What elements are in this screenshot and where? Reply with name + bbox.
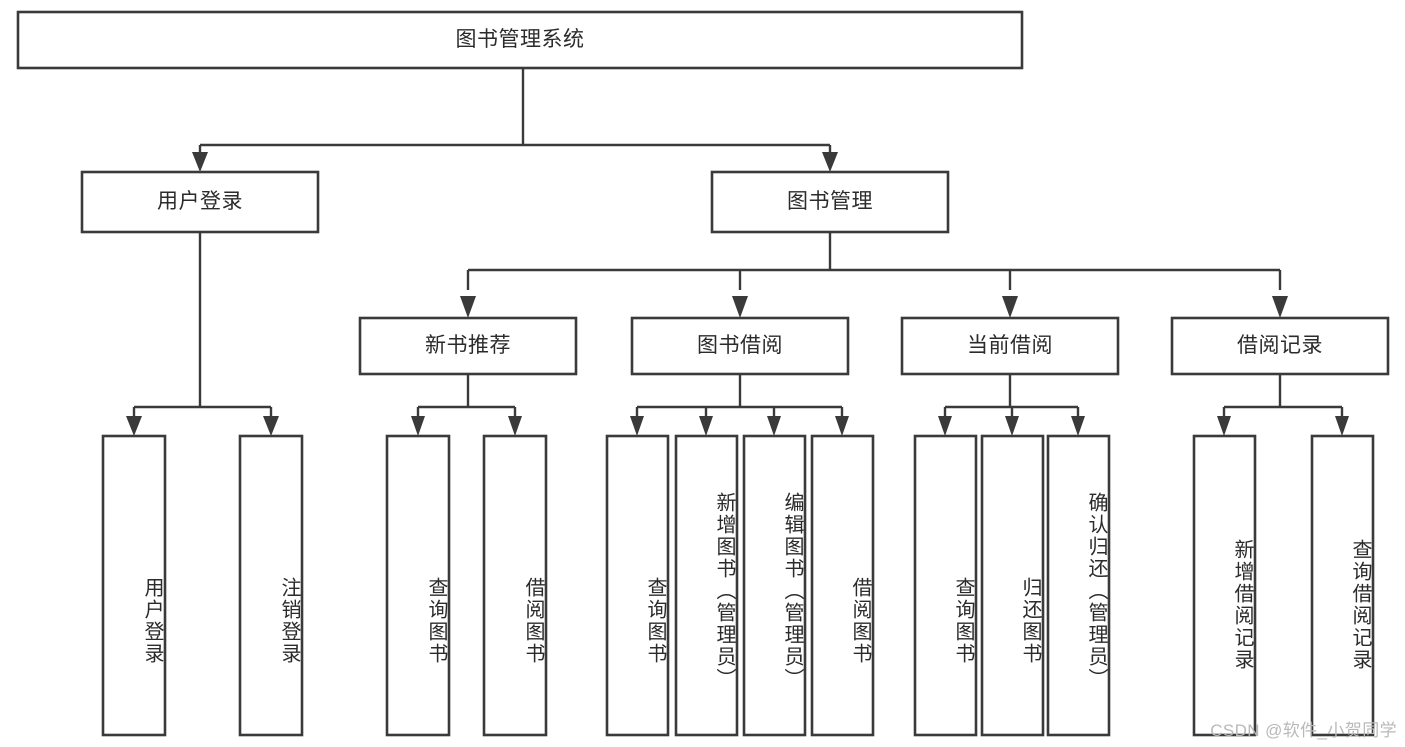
edge-root-to-level2 xyxy=(192,68,838,172)
leaf-box-user-login[interactable] xyxy=(101,434,167,737)
arrow-head xyxy=(460,296,476,318)
node-box-borrow-record[interactable] xyxy=(1170,316,1390,376)
node-box-current-borrow[interactable] xyxy=(900,316,1120,376)
leaf-box-add-book[interactable] xyxy=(674,434,739,737)
edge-borrow-record-to-leaves xyxy=(1217,374,1349,436)
leaf-box-query-book-a[interactable] xyxy=(385,434,451,737)
node-box-book-borrow[interactable] xyxy=(630,316,850,376)
node-box-new-book-rec[interactable] xyxy=(358,316,578,376)
arrow-head xyxy=(732,296,748,318)
leaf-box-logout-login[interactable] xyxy=(238,434,304,737)
leaf-box-add-record[interactable] xyxy=(1192,434,1257,737)
arrow-head xyxy=(835,416,849,436)
watermark: CSDN @软件_小贺同学 xyxy=(1210,721,1397,740)
arrow-head xyxy=(263,416,279,436)
edge-new-book-rec-to-leaves xyxy=(411,374,522,436)
arrow-head xyxy=(630,416,644,436)
edge-book-borrow-to-leaves xyxy=(630,374,849,436)
edge-user-login-to-leaves xyxy=(126,232,279,436)
leaf-box-query-book-b[interactable] xyxy=(605,434,670,737)
arrow-head xyxy=(192,152,208,172)
arrow-head xyxy=(1272,296,1288,318)
arrow-head xyxy=(1335,416,1349,436)
leaf-box-query-book-c[interactable] xyxy=(913,434,978,737)
arrow-head xyxy=(508,416,522,436)
arrow-head xyxy=(1002,296,1018,318)
leaf-box-query-record[interactable] xyxy=(1310,434,1375,737)
arrow-head xyxy=(1005,416,1019,436)
node-box-user-login[interactable] xyxy=(80,170,320,234)
leaf-box-confirm-return[interactable] xyxy=(1046,434,1111,737)
leaf-box-borrow-book-b[interactable] xyxy=(810,434,875,737)
arrow-head xyxy=(699,416,713,436)
arrow-head xyxy=(411,416,425,436)
arrow-head xyxy=(938,416,952,436)
node-box-book-manage[interactable] xyxy=(710,170,950,234)
arrow-head xyxy=(767,416,781,436)
edge-current-borrow-to-leaves xyxy=(938,374,1085,436)
leaf-box-return-book[interactable] xyxy=(980,434,1045,737)
arrow-head xyxy=(822,152,838,172)
leaf-box-borrow-book-a[interactable] xyxy=(482,434,548,737)
leaf-box-edit-book[interactable] xyxy=(742,434,807,737)
arrow-head xyxy=(1071,416,1085,436)
arrow-head xyxy=(1217,416,1231,436)
arrow-head xyxy=(126,416,142,436)
node-box-root[interactable] xyxy=(16,10,1024,70)
edge-book-manage-to-level3 xyxy=(460,232,1288,318)
